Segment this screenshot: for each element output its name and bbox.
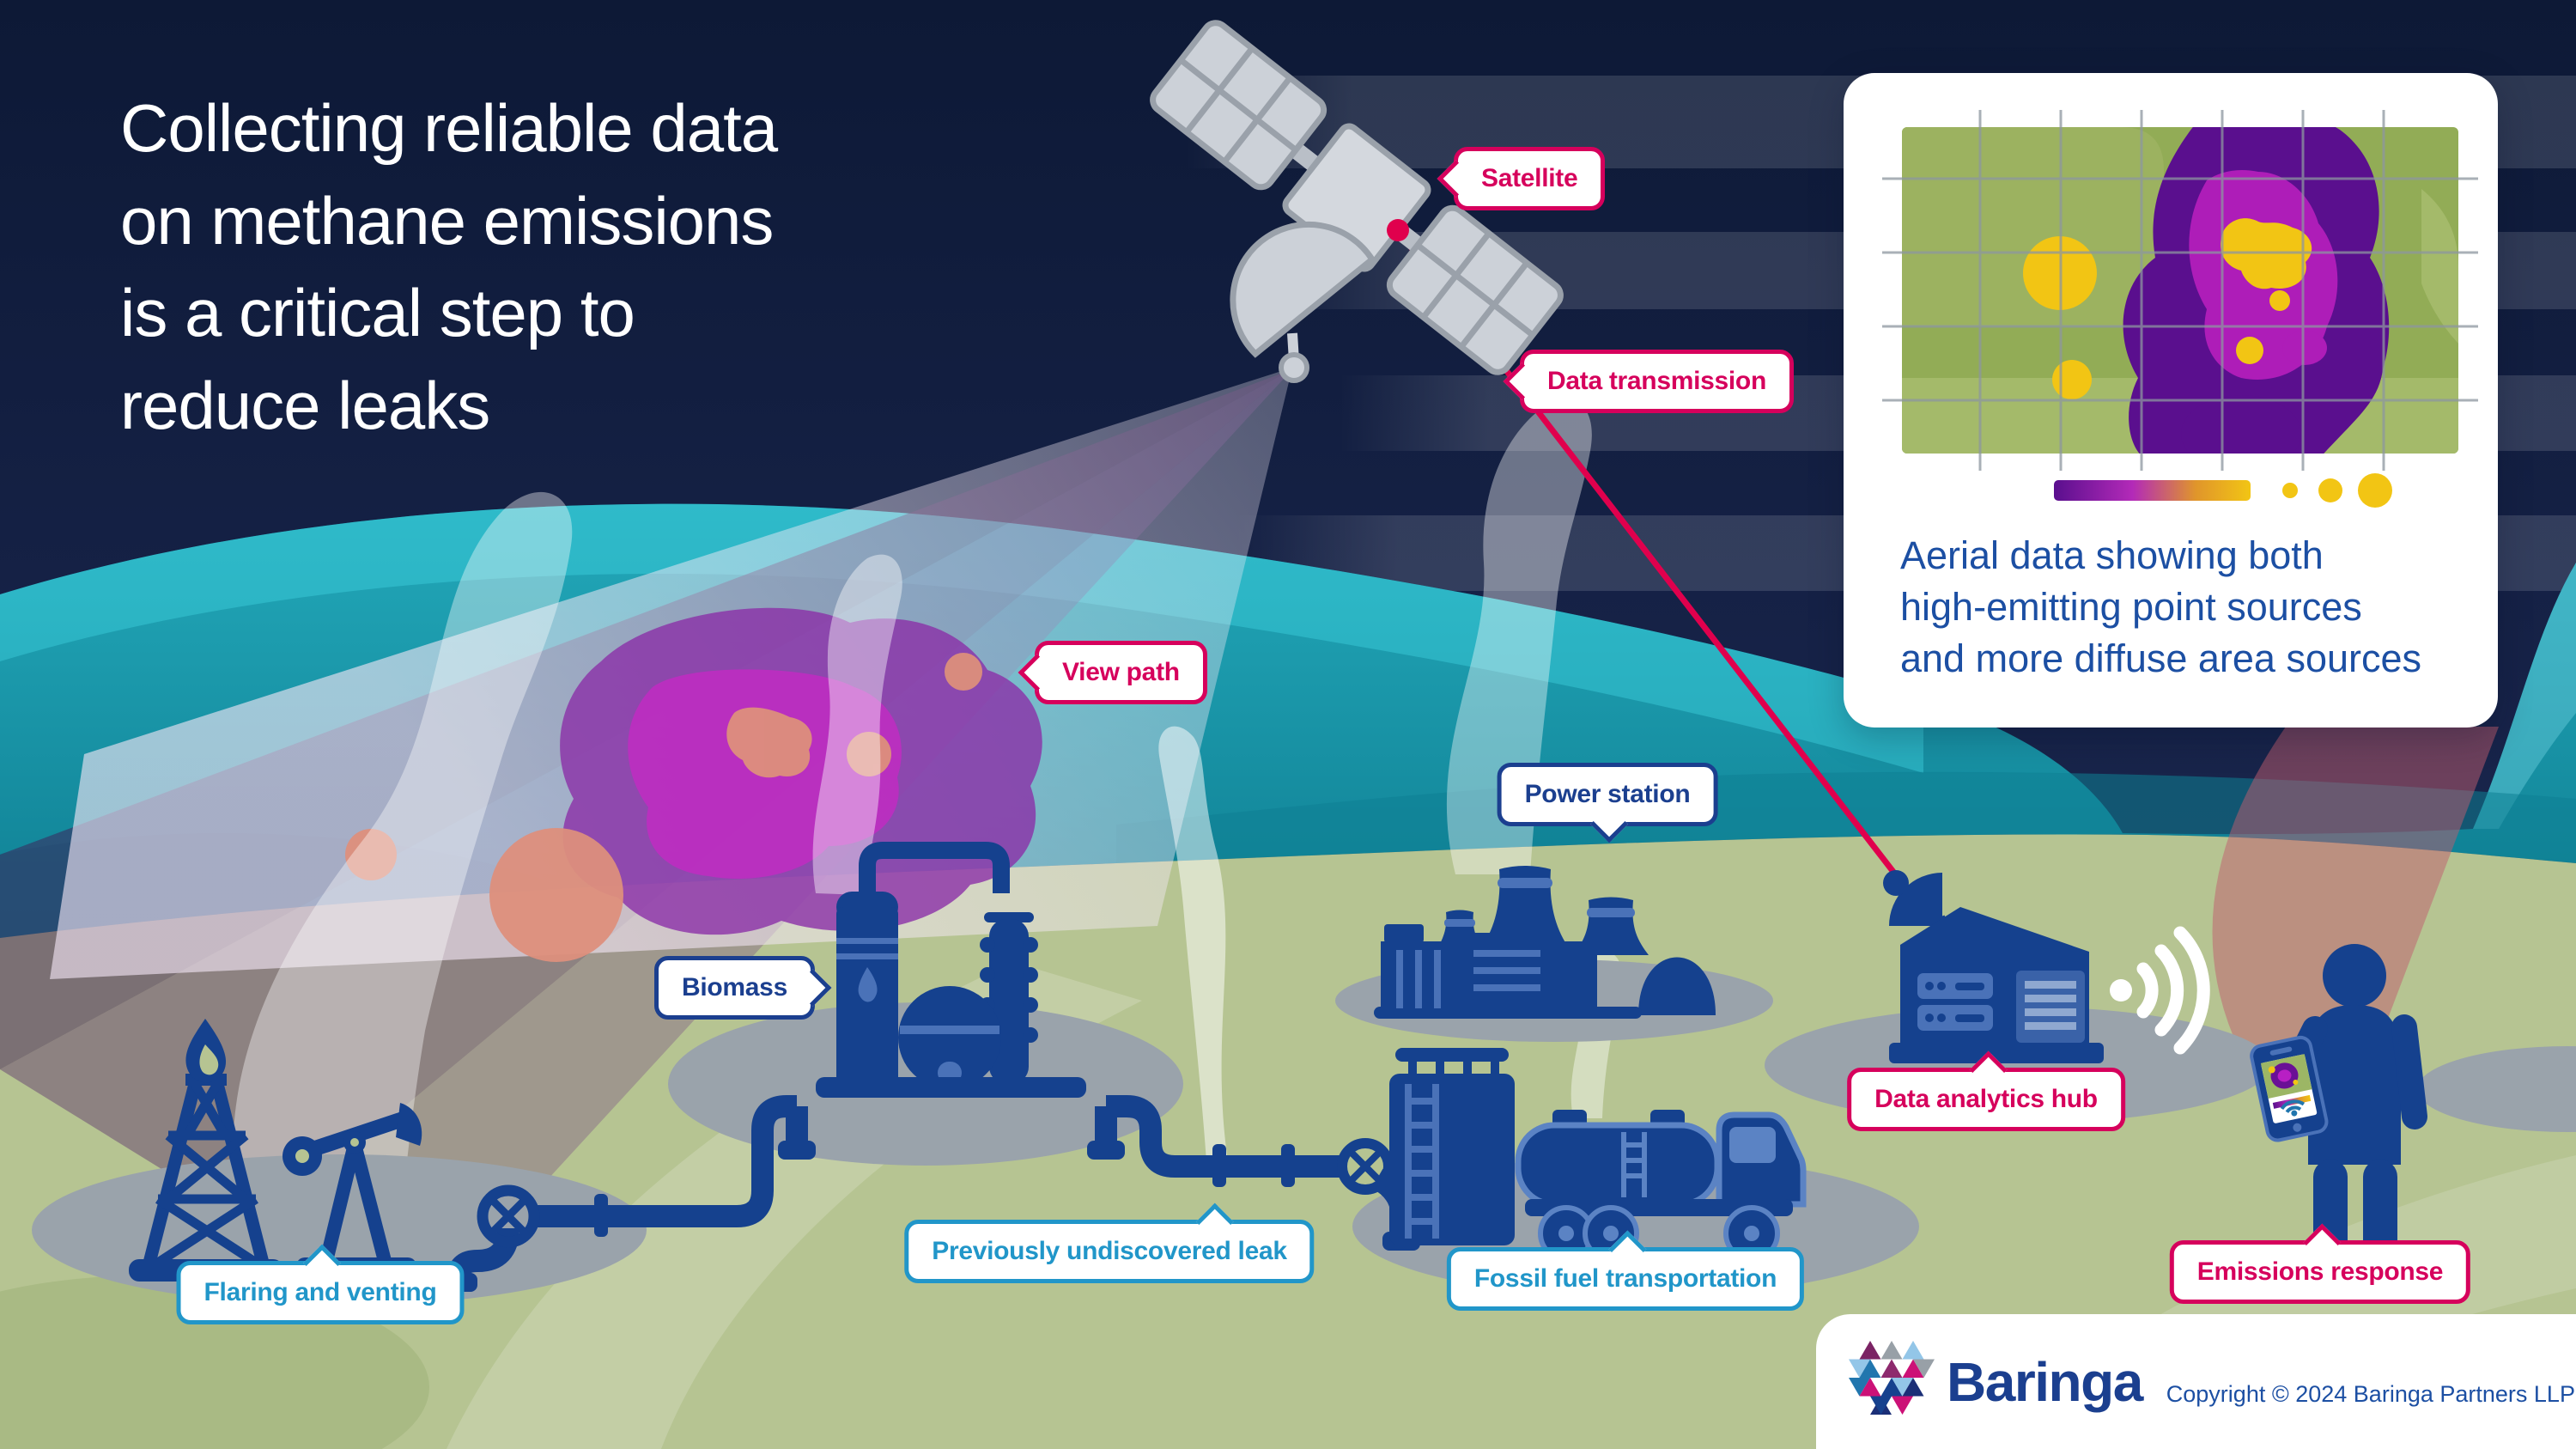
data-hub-icon [1883,870,2104,1063]
callout-emissions-response: Emissions response [2169,1223,2471,1304]
smartphone-icon [2250,1035,2329,1142]
callout-biomass: Biomass [654,956,832,1020]
callout-view-path: View path [1018,641,1207,704]
satellite-icon [1150,20,1564,383]
pipeline-valve-icon [477,1138,1394,1248]
map-grid [1882,110,2478,471]
tanker-truck-icon [1515,1110,1807,1262]
page-title: Collecting reliable data on methane emis… [120,90,778,443]
callout-label: Previously undiscovered leak [932,1237,1287,1265]
response-cone [2212,727,2499,1107]
callout-label: View path [1062,658,1180,686]
copyright-text: Copyright © 2024 Baringa Partners LLP [2166,1381,2575,1407]
callout-label: Data transmission [1547,367,1766,395]
biomass-plant-icon [816,842,1086,1098]
baringa-logo-icon [1849,1340,1935,1415]
brand-wordmark: Baringa [1947,1350,2143,1413]
satellite-dish-icon [1230,221,1376,383]
pipeline-icon [440,1095,1420,1292]
callout-power-station: Power station [1497,763,1718,843]
callout-data-analytics-hub: Data analytics hub [1847,1050,2125,1131]
callout-label: Flaring and venting [204,1278,437,1306]
legend-gradient-icon [2054,473,2392,508]
callout-label: Data analytics hub [1874,1085,2098,1113]
callout-data-transmission: Data transmission [1503,350,1794,413]
aerial-card-caption: Aerial data showing both high-emitting p… [1900,533,2422,680]
callout-flaring-venting: Flaring and venting [176,1244,465,1324]
callout-label: Fossil fuel transportation [1473,1264,1777,1293]
callout-label: Emissions response [2196,1257,2444,1286]
callout-satellite: Satellite [1437,147,1606,210]
transmitter-dot [1387,219,1409,241]
callout-label: Power station [1524,780,1691,808]
storage-tank-icon [1389,1048,1515,1245]
callout-label: Satellite [1481,164,1578,192]
power-station-icon [1374,866,1716,1019]
aerial-data-card: Aerial data showing both high-emitting p… [1844,73,2498,728]
callout-fossil-fuel-transportation: Fossil fuel transportation [1446,1230,1805,1311]
wifi-signal-icon [2110,926,2210,1055]
footer-card: Baringa Copyright © 2024 Baringa Partner… [1816,1314,2576,1449]
heatmap-icon [1882,110,2478,508]
callout-undiscovered-leak: Previously undiscovered leak [904,1202,1315,1283]
callout-label: Biomass [682,973,787,1002]
